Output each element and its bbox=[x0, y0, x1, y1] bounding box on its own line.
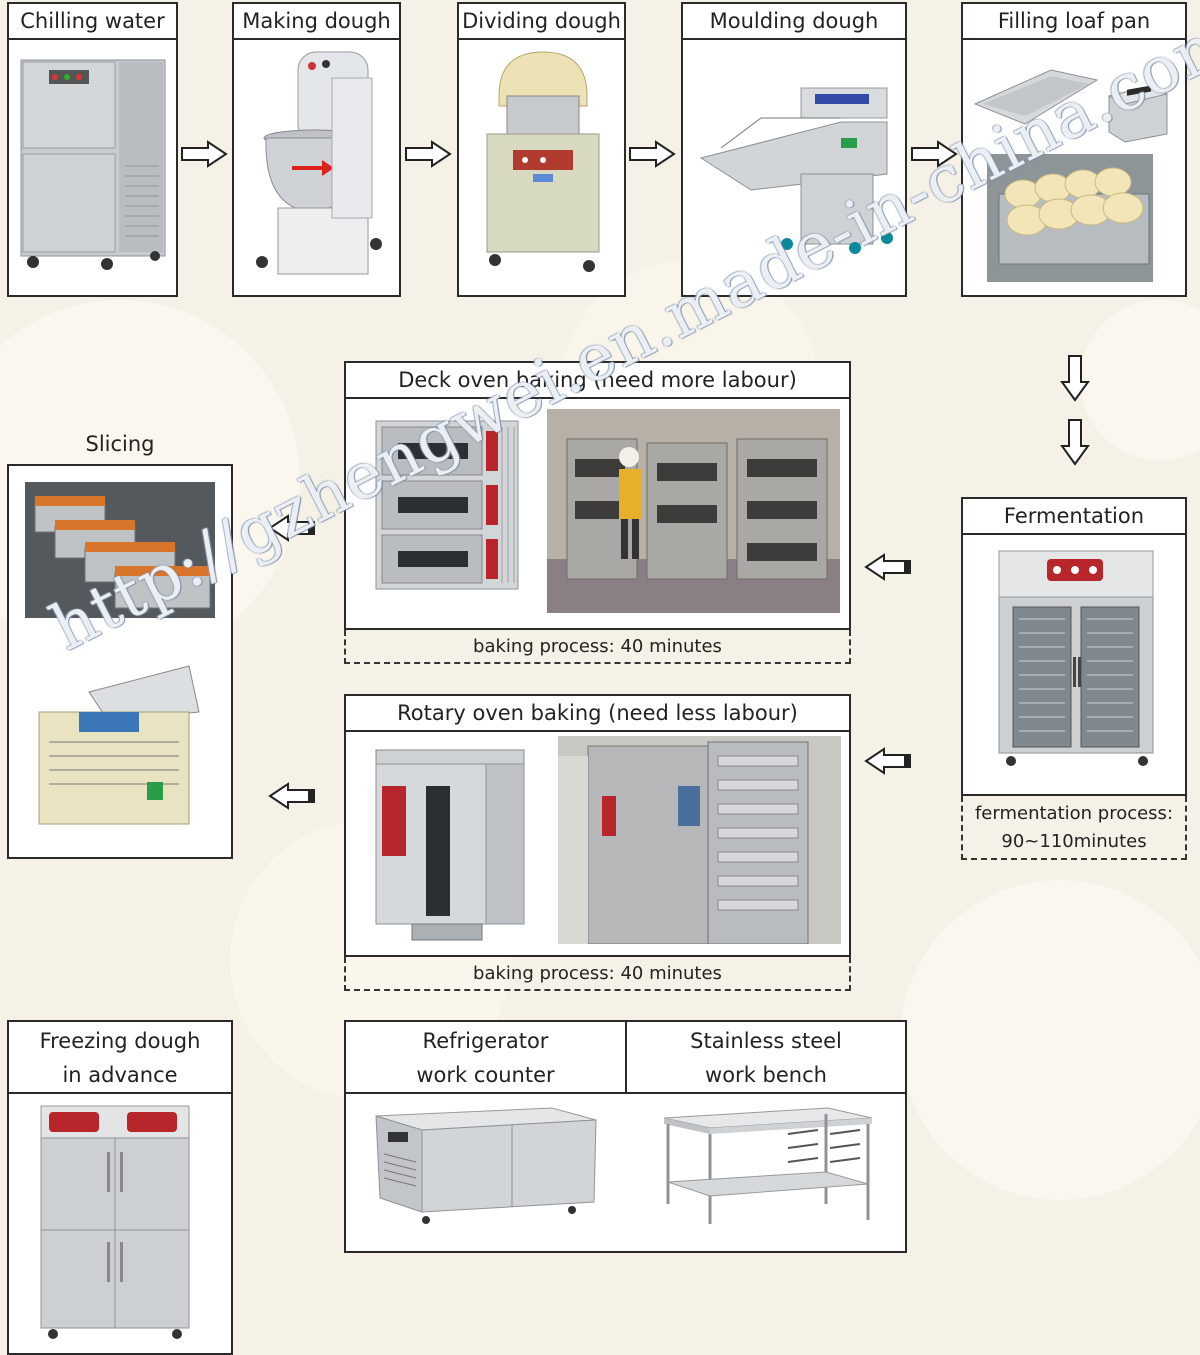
slicing-title: Slicing bbox=[85, 432, 155, 456]
arrow-left-icon bbox=[268, 782, 315, 810]
rotary-oven-image bbox=[375, 749, 525, 941]
deck-oven-image bbox=[375, 420, 519, 590]
step-moulding-dough: Moulding dough bbox=[681, 2, 907, 297]
arrow-right-icon bbox=[405, 140, 452, 168]
arrow-right-icon bbox=[911, 140, 958, 168]
work-counters-box: Refrigerator work counter Stainless stee… bbox=[344, 1020, 907, 1253]
baking-tray-image bbox=[973, 69, 1099, 125]
bread-slicer-image bbox=[38, 665, 200, 825]
step-title: Chilling water bbox=[9, 4, 176, 40]
title-line: in advance bbox=[62, 1063, 178, 1087]
deck-oven-factory-photo bbox=[547, 409, 840, 613]
step-rotary-oven: Rotary oven baking (need less labour) bbox=[344, 694, 851, 957]
step-title: Filling loaf pan bbox=[963, 4, 1185, 40]
step-slicing bbox=[7, 464, 233, 859]
note-line: fermentation process: bbox=[974, 803, 1174, 824]
bench-title: Stainless steel work bench bbox=[627, 1022, 905, 1094]
stainless-bench-image bbox=[663, 1107, 873, 1224]
loaf-pan-image bbox=[1107, 85, 1169, 143]
title-line: work bench bbox=[705, 1063, 827, 1087]
note-text: baking process: 40 minutes bbox=[473, 636, 722, 657]
step-title: Fermentation bbox=[963, 499, 1185, 535]
step-chilling-water: Chilling water bbox=[7, 2, 178, 297]
arrow-left-icon bbox=[268, 514, 315, 542]
proofer-cabinet-image bbox=[998, 550, 1154, 766]
arrow-down-icon bbox=[1060, 355, 1090, 402]
arrow-left-icon bbox=[864, 747, 911, 775]
freezer-title: Freezing dough in advance bbox=[9, 1022, 231, 1094]
step-deck-oven: Deck oven baking (need more labour) bbox=[344, 361, 851, 630]
arrow-right-icon bbox=[181, 140, 228, 168]
note-text: baking process: 40 minutes bbox=[473, 963, 722, 984]
spiral-mixer-image bbox=[256, 51, 382, 275]
title-line: work counter bbox=[416, 1063, 555, 1087]
step-title: Dividing dough bbox=[459, 4, 624, 40]
arrow-right-icon bbox=[629, 140, 676, 168]
arrow-left-icon bbox=[864, 553, 911, 581]
dough-divider-image bbox=[486, 51, 600, 272]
step-dividing-dough: Dividing dough bbox=[457, 2, 626, 297]
refrigerator-title: Refrigerator work counter bbox=[346, 1022, 627, 1094]
fermentation-note: fermentation process: 90~110minutes bbox=[961, 796, 1187, 860]
upright-freezer-image bbox=[40, 1105, 190, 1339]
note-line: 90~110minutes bbox=[1001, 831, 1147, 852]
title-line: Freezing dough bbox=[39, 1029, 201, 1053]
dough-in-pans-photo bbox=[987, 154, 1153, 282]
step-title: Rotary oven baking (need less labour) bbox=[346, 696, 849, 732]
step-filling-loaf-pan: Filling loaf pan bbox=[961, 2, 1187, 297]
step-title: Making dough bbox=[234, 4, 399, 40]
step-title: Deck oven baking (need more labour) bbox=[346, 363, 849, 399]
arrow-down-icon bbox=[1060, 419, 1090, 466]
freezer-box: Freezing dough in advance bbox=[7, 1020, 233, 1355]
baked-loaves-photo bbox=[25, 482, 215, 618]
step-making-dough: Making dough bbox=[232, 2, 401, 297]
title-line: Refrigerator bbox=[422, 1029, 549, 1053]
step-title: Moulding dough bbox=[683, 4, 905, 40]
water-chiller-image bbox=[20, 59, 166, 270]
step-fermentation: Fermentation bbox=[961, 497, 1187, 796]
refrigerator-counter-image bbox=[375, 1107, 597, 1224]
rotary-oven-note: baking process: 40 minutes bbox=[344, 957, 851, 991]
title-line: Stainless steel bbox=[690, 1029, 842, 1053]
dough-moulder-image bbox=[699, 87, 893, 254]
deck-oven-note: baking process: 40 minutes bbox=[344, 630, 851, 664]
rotary-oven-factory-photo bbox=[558, 736, 841, 944]
